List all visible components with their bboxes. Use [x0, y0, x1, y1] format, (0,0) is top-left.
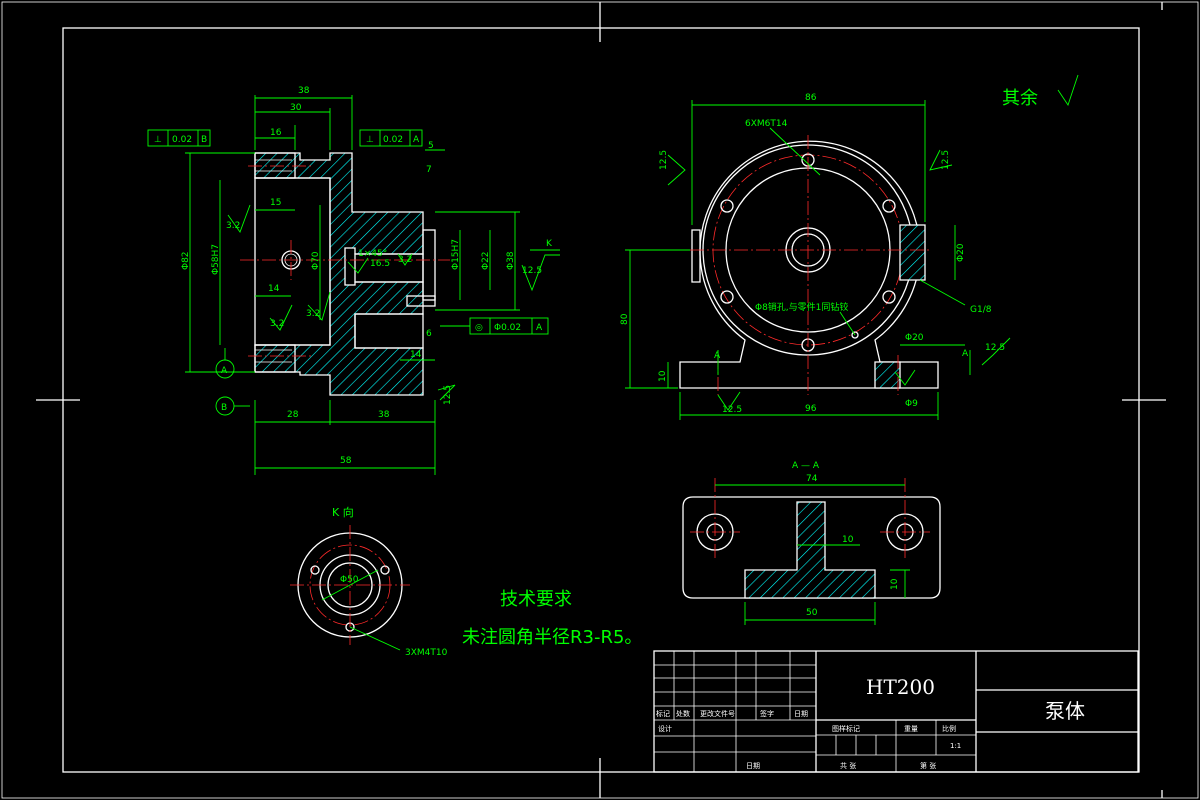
technical-requirements: 技术要求 未注圆角半径R3-R5。	[462, 589, 642, 648]
datum-k: K	[546, 239, 553, 249]
tol-conc-a-symbol: ◎	[475, 323, 483, 333]
tech-req-line1: 未注圆角半径R3-R5。	[462, 627, 642, 648]
dim-phi22: Φ22	[481, 251, 491, 270]
section-a-a: A — A 74 10 50 10	[682, 461, 941, 625]
roughness-12-5d: 12.5	[941, 150, 951, 170]
dim-30: 30	[290, 103, 302, 113]
dim-phi50: Φ50	[340, 575, 359, 585]
front-view-annotations: 12.5 12.5 12.5 12.5 A A 其余	[659, 74, 1079, 415]
roughness-16-5: 16.5	[370, 259, 390, 269]
roughness-12-5f: 12.5	[985, 343, 1005, 353]
dim-phi20b: Φ20	[956, 243, 966, 262]
dim-thread-6xm6: 6XM6T14	[745, 119, 788, 129]
tb-weight: 重量	[904, 725, 918, 733]
roughness-12-5a: 12.5	[522, 266, 542, 276]
tb-label-date: 日期	[794, 710, 808, 718]
datum-a3: A	[962, 349, 969, 359]
datum-b: B	[221, 403, 227, 413]
dim-28: 28	[287, 410, 299, 420]
tol-conc-a-datum: A	[536, 323, 543, 333]
dim-80: 80	[620, 313, 630, 325]
roughness-3-2a: 3.2	[226, 221, 240, 231]
dim-10: 10	[658, 370, 668, 382]
dim-g18: G1/8	[970, 305, 992, 315]
front-view-dimensions: 86 96 80 10 6XM6T14 Φ8销孔,与零件1同钻铰 Φ20 Φ20…	[620, 93, 992, 420]
dim-phi70: Φ70	[311, 251, 321, 270]
datum-a2: A	[714, 351, 721, 361]
dim-14a: 14	[268, 284, 280, 294]
tech-req-title: 技术要求	[500, 589, 572, 610]
dim-38b: 38	[378, 410, 390, 420]
tb-sheet-a: 共 张	[840, 761, 856, 770]
dim-thread-3xm4: 3XM4T10	[405, 648, 448, 658]
dim-5: 5	[428, 141, 434, 151]
front-view	[679, 135, 939, 395]
dim-chamfer: 1×45°	[358, 249, 387, 259]
tb-label-mark: 标记	[656, 709, 670, 718]
dim-96: 96	[805, 404, 817, 414]
tb-label-doc: 更改文件号	[700, 709, 735, 718]
side-view-dimensions: 38 30 16 15 14 28 38 58 Φ82 Φ58H7 Φ70 1×…	[181, 86, 520, 475]
roughness-3-2b: 3.2	[270, 319, 284, 329]
roughness-rest-label: 其余	[1002, 88, 1038, 109]
dim-7: 7	[426, 165, 432, 175]
tb-label-count: 处数	[676, 709, 690, 718]
dim-phi38: Φ38	[506, 251, 516, 270]
tol-perp-b-value: 0.02	[172, 135, 192, 145]
dim-10-section: 10	[842, 535, 854, 545]
tol-perp-a-datum: A	[413, 135, 420, 145]
datum-a: A	[221, 366, 228, 376]
side-view-annotations: 3.2 3.2 3.2 16.5 3.2 12.5 12.5 K ⊥ 0.02 …	[147, 129, 560, 416]
dim-phi20a: Φ20	[905, 333, 924, 343]
tol-perp-a-symbol: ⊥	[366, 135, 374, 145]
tb-part-name: 泵体	[1045, 699, 1085, 723]
dim-58: 58	[340, 456, 352, 466]
roughness-3-2c: 3.2	[306, 309, 320, 319]
tb-date: 日期	[746, 762, 760, 770]
tol-perp-b-datum: B	[201, 135, 207, 145]
tb-scale: 1:1	[950, 742, 961, 750]
side-section-view	[240, 152, 450, 396]
dim-16: 16	[270, 128, 282, 138]
tb-material: HT200	[866, 675, 935, 699]
roughness-12-5e: 12.5	[722, 405, 742, 415]
dim-50: 50	[806, 608, 818, 618]
tb-design: 设计	[658, 724, 672, 733]
title-block: 标记 处数 更改文件号 签字 日期 设计 日期 HT200 泵体 图样标记 重量…	[653, 650, 1139, 773]
dim-phi82: Φ82	[181, 251, 191, 270]
k-view: K 向 Φ50 3XM4T10	[290, 505, 448, 658]
dim-74: 74	[806, 474, 818, 484]
dim-38: 38	[298, 86, 310, 96]
dim-phi58: Φ58H7	[211, 244, 221, 275]
tb-label-sign: 签字	[760, 709, 774, 718]
roughness-12-5c: 12.5	[659, 150, 669, 170]
dim-14b: 14	[410, 350, 422, 360]
tol-perp-b-symbol: ⊥	[154, 135, 162, 145]
dim-phi15: Φ15H7	[451, 239, 461, 270]
k-view-label: K 向	[332, 505, 354, 519]
roughness-12-5b: 12.5	[443, 385, 453, 405]
tol-perp-a-value: 0.02	[383, 135, 403, 145]
dim-10b-section: 10	[890, 578, 900, 590]
dim-6: 6	[426, 329, 432, 339]
dim-phi9: Φ9	[905, 399, 918, 409]
roughness-3-2d: 3.2	[398, 255, 412, 265]
tol-conc-a-value: Φ0.02	[494, 323, 521, 333]
dim-drill-note: Φ8销孔,与零件1同钻铰	[755, 301, 848, 313]
tb-sheet-b: 第 张	[920, 761, 936, 770]
tb-scale-label: 比例	[942, 724, 956, 733]
section-a-a-label: A — A	[792, 461, 820, 471]
tb-stage-mark: 图样标记	[832, 724, 860, 733]
dim-15: 15	[270, 198, 281, 208]
dim-86: 86	[805, 93, 817, 103]
